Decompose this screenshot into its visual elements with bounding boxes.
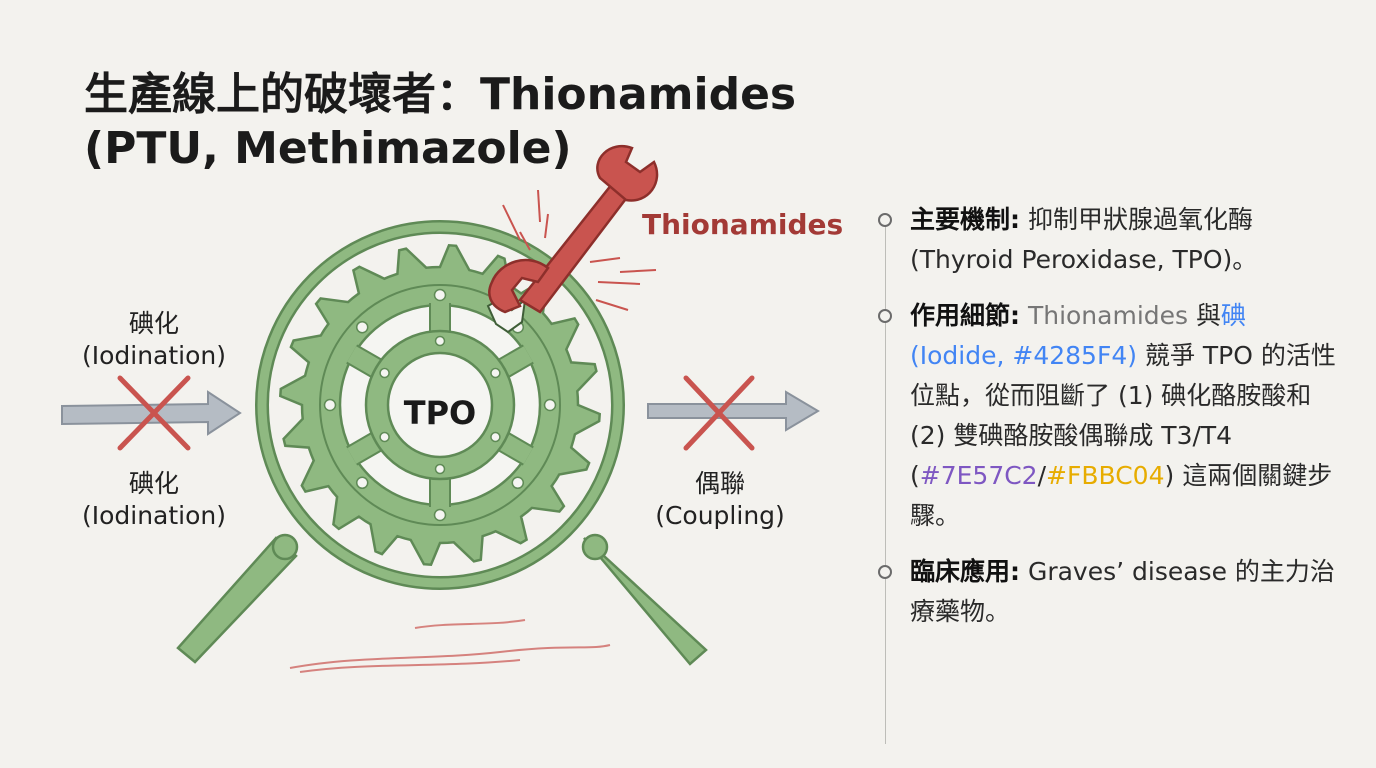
right-block-cross [683, 375, 755, 451]
gear-stand [176, 533, 708, 666]
bullet-text: / [1037, 461, 1047, 490]
bullet-heading: 主要機制: [910, 205, 1020, 234]
gear-rim-bolt [433, 508, 447, 522]
left-bottom-label-en: (Iodination) [81, 501, 227, 530]
bullet-text: ) 這兩個關鍵步驟。 [910, 461, 1333, 530]
gear-hub [386, 351, 494, 459]
right-coupling-label: 偶聯 (Coupling) [620, 468, 820, 532]
gear-bolt [490, 367, 501, 379]
ground-scribble [289, 619, 611, 673]
title-line-1: 生產線上的破壞者：Thionamides [84, 69, 797, 120]
left-bottom-label: 碘化 (Iodination) [54, 468, 254, 532]
bullet-heading: 臨床應用: [910, 557, 1020, 586]
gear-rim-bolt [511, 476, 525, 490]
iodide-term: 碘 (Iodide, #4285F4) [910, 301, 1247, 370]
page-title: 生產線上的破壞者：Thionamides (PTU, Methimazole) [84, 68, 844, 176]
tpo-gear-diagram [61, 145, 820, 673]
left-top-label-zh: 碘化 [128, 309, 179, 338]
gear-bolt [379, 367, 390, 379]
tpo-center-label: TPO [403, 394, 477, 432]
wrench-icon [488, 145, 659, 314]
outer-ring [255, 220, 625, 590]
gear-bolt [490, 431, 501, 443]
mechanism-bullets: 主要機制: 抑制甲狀腺過氧化酶 (Thyroid Peroxidase, TPO… [874, 200, 1344, 744]
bullet-clinical-use: 臨床應用: Graves’ disease 的主力治療藥物。 [874, 552, 1344, 632]
right-label-en: (Coupling) [655, 501, 785, 530]
bullet-text: Graves’ disease 的主力治療藥物。 [910, 557, 1335, 626]
gear-rim-bolt [355, 476, 369, 490]
title-line-2: (PTU, Methimazole) [84, 123, 572, 174]
thionamides-term: Thionamides [1020, 301, 1189, 330]
bullet-main-mechanism: 主要機制: 抑制甲狀腺過氧化酶 (Thyroid Peroxidase, TPO… [874, 200, 1344, 280]
gear-bolt [434, 463, 446, 475]
bullet-text: 抑制甲狀腺過氧化酶 (Thyroid Peroxidase, TPO)。 [910, 205, 1258, 274]
gear-bolt [379, 431, 390, 443]
bullet-connector-line [885, 224, 886, 744]
bullet-text: 與 [1188, 301, 1221, 330]
bullet-dot [878, 309, 892, 323]
gear-bolt [434, 335, 446, 347]
right-output-arrow [647, 390, 820, 432]
gear-rim-bolt [543, 398, 557, 412]
gear-rim-bolt [355, 320, 369, 334]
bullet-action-detail: 作用細節: Thionamides 與碘 (Iodide, #4285F4) 競… [874, 296, 1344, 536]
impact-sparks [502, 189, 657, 311]
wrench-label: Thionamides [642, 208, 844, 241]
left-top-label-en: (Iodination) [81, 341, 227, 370]
bullet-dot [878, 565, 892, 579]
left-block-cross [117, 375, 191, 451]
bullet-heading: 作用細節: [910, 301, 1020, 330]
bullet-dot [878, 213, 892, 227]
gear-rim-bolt [323, 398, 337, 412]
t3-color-code: #7E57C2 [919, 461, 1038, 490]
t4-color-code: #FBBC04 [1046, 461, 1165, 490]
bullet-text: 競爭 TPO 的活性位點，從而阻斷了 (1) 碘化酪胺酸和 (2) 雙碘酪胺酸偶… [910, 341, 1336, 490]
left-top-label: 碘化 (Iodination) [54, 308, 254, 372]
right-label-zh: 偶聯 [694, 469, 745, 498]
tpo-gear [278, 243, 602, 567]
gear-rim-bolt [433, 288, 447, 302]
gear-rim [319, 284, 561, 526]
left-bottom-label-zh: 碘化 [128, 469, 179, 498]
